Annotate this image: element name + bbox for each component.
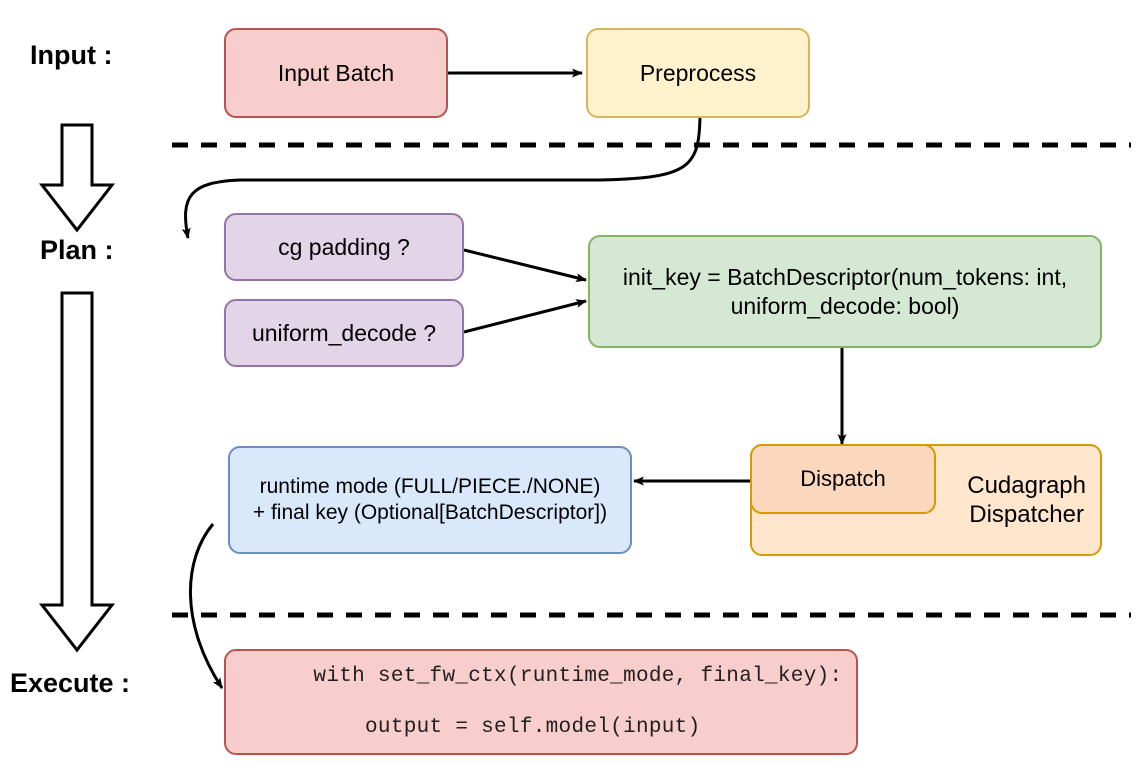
node-cg-padding[interactable]: cg padding ? xyxy=(224,213,464,281)
plan-to-execute-arrow xyxy=(38,291,116,653)
node-runtime-mode-text: runtime mode (FULL/PIECE./NONE) + final … xyxy=(230,474,630,525)
edge-runtime-mode-to-execute-code xyxy=(189,523,224,689)
stage-label-plan: Plan : xyxy=(40,235,114,265)
node-runtime-mode-line1: runtime mode (FULL/PIECE./NONE) xyxy=(259,475,601,499)
input-to-plan-arrow xyxy=(38,123,116,233)
node-runtime-mode-line2: + final key (Optional[BatchDescriptor]) xyxy=(252,501,608,524)
node-execute-code[interactable]: with set_fw_ctx(runtime_mode, final_key)… xyxy=(224,649,858,755)
stage-label-input: Input : xyxy=(30,40,113,70)
node-execute-code-line1: with set_fw_ctx(runtime_mode, final_key)… xyxy=(313,664,843,688)
node-runtime-mode[interactable]: runtime mode (FULL/PIECE./NONE) + final … xyxy=(228,446,632,554)
node-execute-code-line2: output = self.model(input) xyxy=(313,715,701,739)
stage-label-execute: Execute : xyxy=(10,668,131,698)
node-dispatch-label: Dispatch xyxy=(800,465,886,491)
node-init-key-line1: init_key = BatchDescriptor(num_tokens: i… xyxy=(622,264,1068,291)
node-init-key[interactable]: init_key = BatchDescriptor(num_tokens: i… xyxy=(588,235,1102,348)
node-dispatch[interactable]: Dispatch xyxy=(750,444,936,514)
node-cudagraph-dispatcher-line2: Dispatcher xyxy=(969,501,1084,528)
node-init-key-line2: uniform_decode: bool) xyxy=(730,292,960,319)
node-execute-code-text: with set_fw_ctx(runtime_mode, final_key)… xyxy=(226,638,856,766)
node-preprocess-label: Preprocess xyxy=(639,59,757,86)
node-init-key-text: init_key = BatchDescriptor(num_tokens: i… xyxy=(590,263,1100,319)
node-cudagraph-dispatcher-line1: Cudagraph xyxy=(967,471,1086,499)
node-uniform-decode[interactable]: uniform_decode ? xyxy=(224,299,464,367)
node-input-batch-label: Input Batch xyxy=(277,59,395,86)
node-uniform-decode-label: uniform_decode ? xyxy=(251,319,437,346)
edge-uniform-decode-to-init-key xyxy=(463,299,587,334)
node-cudagraph-dispatcher-text: Cudagraph Dispatcher xyxy=(959,471,1100,530)
node-cg-padding-label: cg padding ? xyxy=(278,233,410,260)
edge-cg-padding-to-init-key xyxy=(463,248,587,282)
node-preprocess[interactable]: Preprocess xyxy=(586,28,810,118)
node-input-batch[interactable]: Input Batch xyxy=(224,28,448,118)
